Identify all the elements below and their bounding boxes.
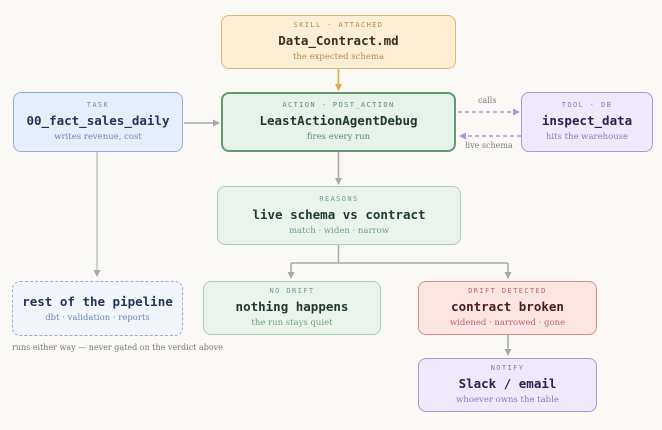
- tool-title: inspect_data: [541, 113, 633, 128]
- reasons-tag: REASONS: [319, 194, 359, 203]
- action-title: LeastActionAgentDebug: [259, 113, 418, 128]
- task-tag: TASK: [86, 101, 110, 109]
- drift-tag: DRIFT DETECTED: [468, 287, 547, 295]
- reasons-title: live schema vs contract: [252, 206, 426, 222]
- notify-node: NOTIFY Slack / email whoever owns the ta…: [418, 358, 597, 412]
- rest-of-pipeline-node: rest of the pipeline dbt · validation · …: [12, 281, 183, 336]
- live-schema-label: live schema: [465, 141, 513, 150]
- skill-node: SKILL · ATTACHED Data_Contract.md the ex…: [221, 15, 456, 69]
- notify-title: Slack / email: [458, 376, 557, 391]
- tool-tag: TOOL · DB: [561, 101, 613, 109]
- pipeline-note: runs either way — never gated on the ver…: [12, 343, 223, 352]
- action-subtitle: fires every run: [306, 132, 371, 142]
- rest-title: rest of the pipeline: [22, 293, 173, 309]
- action-node: ACTION · POST_ACTION LeastActionAgentDeb…: [221, 92, 456, 152]
- reasons-subtitle: match · widen · narrow: [289, 225, 389, 236]
- task-title: 00_fact_sales_daily: [26, 113, 170, 128]
- no-drift-subtitle: the run stays quiet: [251, 318, 333, 328]
- edge-reasons-split: [291, 245, 508, 264]
- no-drift-node: NO DRIFT nothing happens the run stays q…: [203, 281, 381, 335]
- reasons-node: REASONS live schema vs contract match · …: [217, 186, 461, 245]
- notify-subtitle: whoever owns the table: [456, 395, 559, 405]
- drift-subtitle: widened · narrowed · gone: [449, 318, 566, 328]
- drift-title: contract broken: [451, 299, 564, 314]
- skill-subtitle: the expected schema: [292, 52, 385, 62]
- rest-subtitle: dbt · validation · reports: [45, 312, 150, 323]
- drift-detected-node: DRIFT DETECTED contract broken widened ·…: [418, 281, 597, 335]
- no-drift-title: nothing happens: [235, 299, 349, 314]
- calls-label: calls: [478, 96, 497, 105]
- notify-tag: NOTIFY: [490, 364, 525, 372]
- tool-node: TOOL · DB inspect_data hits the warehous…: [521, 92, 653, 152]
- task-node: TASK 00_fact_sales_daily writes revenue,…: [13, 92, 183, 152]
- no-drift-tag: NO DRIFT: [269, 287, 315, 295]
- action-tag: ACTION · POST_ACTION: [282, 101, 395, 109]
- tool-subtitle: hits the warehouse: [545, 132, 629, 142]
- task-subtitle: writes revenue, cost: [54, 132, 142, 142]
- skill-tag: SKILL · ATTACHED: [293, 21, 384, 29]
- skill-title: Data_Contract.md: [278, 33, 399, 48]
